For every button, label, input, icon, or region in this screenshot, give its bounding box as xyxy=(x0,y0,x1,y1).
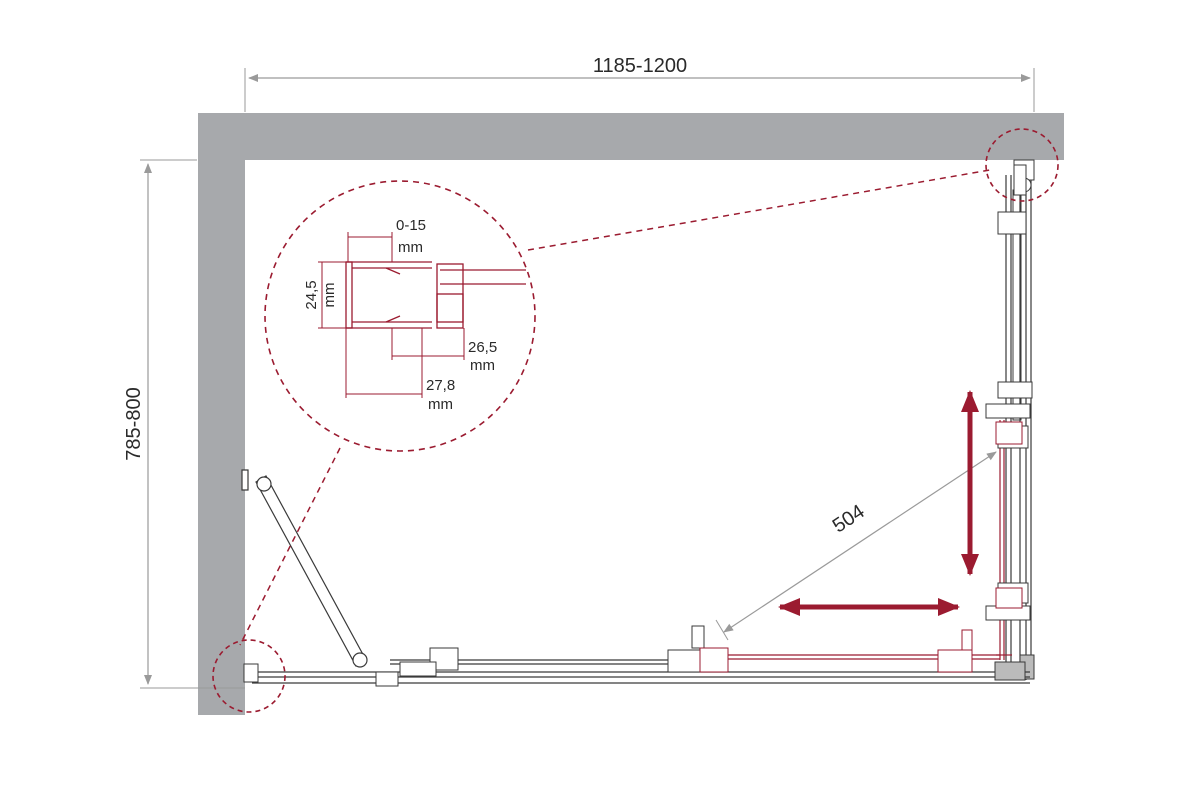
detail-dimension-lines xyxy=(318,232,465,398)
detail-circle-top-right xyxy=(985,128,1059,202)
corner-hardware xyxy=(243,164,1027,683)
detail-profile-b-value: 27,8 xyxy=(426,377,455,394)
front-rollers-red xyxy=(699,629,973,673)
detail-leader-top xyxy=(527,169,991,251)
back-wall xyxy=(198,113,1064,160)
width-dimension: 1185-1200 xyxy=(244,55,1035,112)
side-rollers-red xyxy=(995,421,1023,609)
side-wall xyxy=(198,113,245,715)
detail-leader-bottom xyxy=(239,447,341,646)
side-sliding-door xyxy=(996,420,1012,660)
diagonal-dimension: 504 xyxy=(715,451,997,641)
detail-profile-a-unit: mm xyxy=(470,357,495,374)
profile-detail: 0-15 mm 24,5 mm 26,5 mm 27,8 mm xyxy=(264,180,536,452)
depth-label: 785-800 xyxy=(123,387,145,460)
front-fixed-panel xyxy=(252,630,1030,684)
front-rollers xyxy=(375,625,1026,687)
detail-height-value: 24,5 xyxy=(303,280,320,309)
detail-gap-unit: mm xyxy=(398,239,423,256)
diagonal-label: 504 xyxy=(829,501,869,538)
detail-profile-a-value: 26,5 xyxy=(468,339,497,356)
width-label: 1185-1200 xyxy=(593,55,687,77)
detail-gap-value: 0-15 xyxy=(396,217,426,234)
detail-profile-b-unit: mm xyxy=(428,396,453,413)
support-bar xyxy=(241,469,368,668)
detail-circle-bottom-left xyxy=(212,639,286,713)
depth-dimension: 785-800 xyxy=(123,159,245,689)
profile-drawing xyxy=(345,261,526,329)
detail-height-unit: mm xyxy=(321,283,338,308)
